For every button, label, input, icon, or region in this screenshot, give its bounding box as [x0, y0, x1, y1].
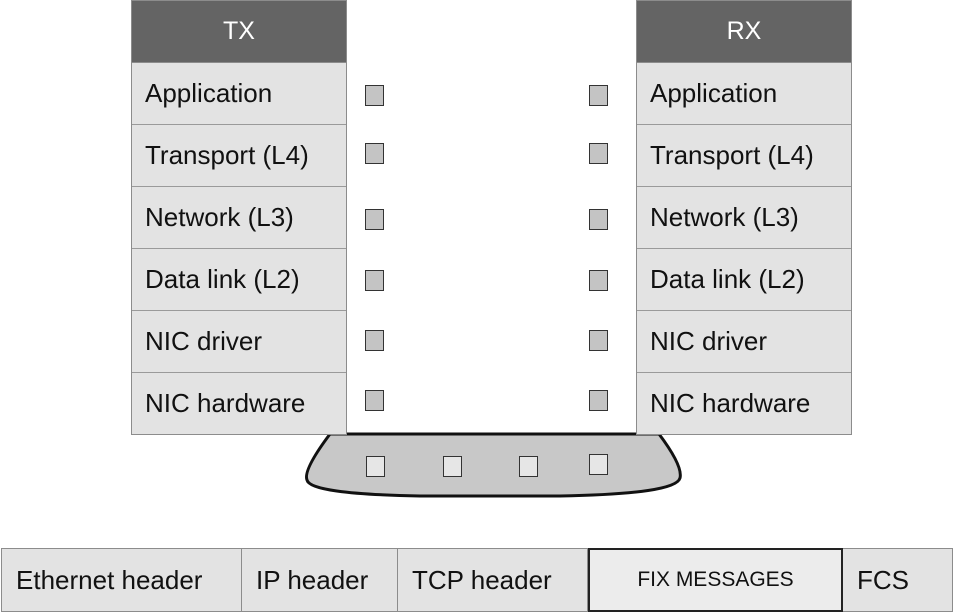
field-fix-messages: FIX MESSAGES — [588, 548, 843, 612]
wire-packet-marker — [443, 456, 462, 477]
field-tcp-header: TCP header — [398, 548, 588, 612]
field-ip-header: IP header — [242, 548, 398, 612]
rx-packet-marker — [589, 85, 608, 106]
tx-packet-marker — [365, 330, 384, 351]
tx-packet-marker — [365, 390, 384, 411]
wire-packet-marker — [519, 456, 538, 477]
tx-layer-datalink: Data link (L2) — [132, 249, 346, 311]
tx-packet-marker — [365, 143, 384, 164]
rx-packet-marker — [589, 330, 608, 351]
field-ethernet-header: Ethernet header — [1, 548, 242, 612]
tx-layer-nic-driver: NIC driver — [132, 311, 346, 373]
tx-layer-application: Application — [132, 63, 346, 125]
rx-layer-datalink: Data link (L2) — [637, 249, 851, 311]
tx-packet-marker — [365, 85, 384, 106]
rx-layer-nic-hardware: NIC hardware — [637, 373, 851, 434]
packet-layout: Ethernet header IP header TCP header FIX… — [1, 548, 953, 612]
tx-stack: TX Application Transport (L4) Network (L… — [131, 0, 347, 435]
rx-packet-marker — [589, 209, 608, 230]
tx-layer-transport: Transport (L4) — [132, 125, 346, 187]
rx-packet-marker — [589, 143, 608, 164]
field-fcs: FCS — [843, 548, 953, 612]
tx-packet-marker — [365, 209, 384, 230]
rx-stack: RX Application Transport (L4) Network (L… — [636, 0, 852, 435]
rx-layer-application: Application — [637, 63, 851, 125]
wire-packet-marker — [366, 456, 385, 477]
rx-packet-marker — [589, 390, 608, 411]
tx-layer-nic-hardware: NIC hardware — [132, 373, 346, 434]
rx-layer-transport: Transport (L4) — [637, 125, 851, 187]
tx-header: TX — [132, 1, 346, 63]
wire-packet-marker — [589, 454, 608, 475]
rx-header: RX — [637, 1, 851, 63]
tx-layer-network: Network (L3) — [132, 187, 346, 249]
rx-layer-network: Network (L3) — [637, 187, 851, 249]
rx-packet-marker — [589, 270, 608, 291]
rx-layer-nic-driver: NIC driver — [637, 311, 851, 373]
tx-packet-marker — [365, 270, 384, 291]
